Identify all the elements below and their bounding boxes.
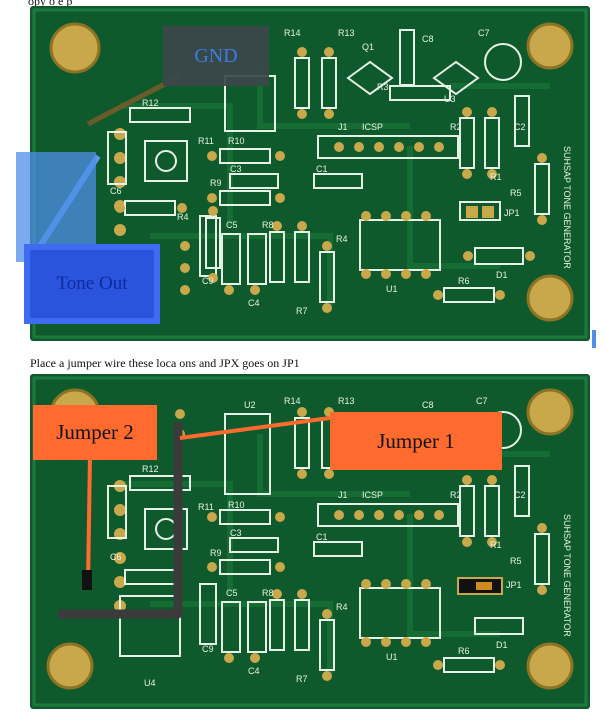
svg-text:U1: U1 <box>386 284 398 294</box>
jumper-1-callout: Jumper 1 <box>330 412 502 470</box>
svg-text:R1: R1 <box>490 172 502 182</box>
jumper-wire-dark <box>58 422 183 619</box>
svg-text:J1: J1 <box>338 490 348 500</box>
svg-text:C9: C9 <box>202 644 214 654</box>
svg-text:C5: C5 <box>226 220 238 230</box>
svg-text:R5: R5 <box>510 556 522 566</box>
svg-text:R5: R5 <box>510 188 522 198</box>
svg-text:SUHSAP TONE GENERATOR: SUHSAP TONE GENERATOR <box>562 146 572 269</box>
tone-out-highlight <box>16 152 96 262</box>
instruction-caption: Place a jumper wire these loca ons and J… <box>30 356 300 370</box>
svg-text:R7: R7 <box>296 306 308 316</box>
svg-text:C3: C3 <box>230 528 242 538</box>
svg-text:R11: R11 <box>198 502 214 512</box>
svg-text:C8: C8 <box>422 34 434 44</box>
svg-text:R14: R14 <box>284 28 301 38</box>
svg-text:R4: R4 <box>336 602 348 612</box>
gnd-callout: GND <box>163 26 269 86</box>
svg-text:ICSP: ICSP <box>362 490 383 500</box>
tone-out-callout: Tone Out <box>24 244 160 324</box>
svg-text:C2: C2 <box>514 490 526 500</box>
svg-text:U3: U3 <box>444 94 456 104</box>
svg-text:R13: R13 <box>338 396 355 406</box>
svg-text:R9: R9 <box>210 178 222 188</box>
mount-hole <box>526 22 574 70</box>
svg-text:C5: C5 <box>226 588 238 598</box>
svg-text:SUHSAP TONE GENERATOR: SUHSAP TONE GENERATOR <box>562 514 572 637</box>
svg-text:C4: C4 <box>248 666 260 676</box>
svg-text:R2: R2 <box>450 122 462 132</box>
svg-text:R12: R12 <box>142 98 159 108</box>
mount-hole <box>526 274 574 322</box>
svg-text:D1: D1 <box>496 270 508 280</box>
jumper-1-pointer <box>179 416 331 440</box>
svg-text:JP1: JP1 <box>506 580 522 590</box>
mount-hole <box>526 388 574 436</box>
svg-text:C7: C7 <box>476 396 488 406</box>
svg-text:R13: R13 <box>338 28 355 38</box>
svg-text:R10: R10 <box>228 136 245 146</box>
svg-text:R4: R4 <box>177 212 189 222</box>
svg-text:C6: C6 <box>110 186 122 196</box>
svg-text:R4: R4 <box>336 234 348 244</box>
svg-text:R1: R1 <box>490 540 502 550</box>
svg-text:C9: C9 <box>202 276 214 286</box>
svg-text:R2: R2 <box>450 490 462 500</box>
tone-out-edge-mark <box>592 330 596 348</box>
mount-hole <box>49 22 101 74</box>
svg-text:R8: R8 <box>262 588 274 598</box>
svg-text:C6: C6 <box>110 552 122 562</box>
svg-text:U1: U1 <box>386 652 398 662</box>
svg-text:C7: C7 <box>478 28 490 38</box>
svg-text:R10: R10 <box>228 500 245 510</box>
mount-hole <box>526 642 574 690</box>
jumper-2-pointer <box>86 455 92 585</box>
svg-text:C8: C8 <box>422 400 434 410</box>
svg-text:R11: R11 <box>198 136 214 146</box>
svg-text:R8: R8 <box>262 220 274 230</box>
svg-text:R7: R7 <box>296 674 308 684</box>
svg-text:R12: R12 <box>142 464 159 474</box>
svg-text:R6: R6 <box>458 276 470 286</box>
svg-text:C1: C1 <box>316 164 328 174</box>
svg-text:Q1: Q1 <box>362 42 374 52</box>
svg-text:J1: J1 <box>338 122 348 132</box>
svg-text:JP1: JP1 <box>504 208 520 218</box>
svg-text:R3: R3 <box>377 82 389 92</box>
svg-text:R14: R14 <box>284 396 301 406</box>
svg-text:R6: R6 <box>458 646 470 656</box>
svg-text:U4: U4 <box>144 678 156 688</box>
svg-text:U2: U2 <box>244 400 256 410</box>
svg-text:R9: R9 <box>210 548 222 558</box>
svg-text:ICSP: ICSP <box>362 122 383 132</box>
jumper-2-callout: Jumper 2 <box>33 405 157 460</box>
svg-text:D1: D1 <box>496 640 508 650</box>
top-caption: opy o e p <box>28 0 73 8</box>
svg-text:C4: C4 <box>248 298 260 308</box>
svg-text:C3: C3 <box>230 164 242 174</box>
svg-text:C1: C1 <box>316 532 328 542</box>
svg-text:C2: C2 <box>514 122 526 132</box>
mount-hole <box>46 642 94 690</box>
